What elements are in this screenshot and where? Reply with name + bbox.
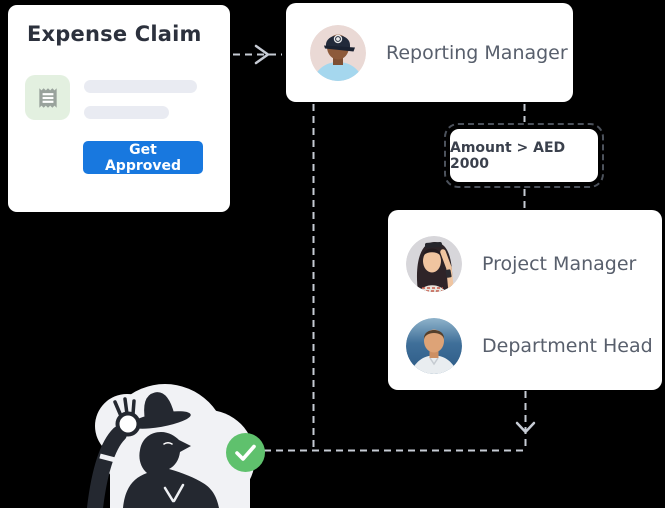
reporting-manager-label: Reporting Manager	[386, 41, 568, 64]
approvers-card: Project Manager	[388, 210, 662, 390]
get-approved-button[interactable]: Get Approved	[83, 141, 203, 174]
condition-badge: Amount > AED 2000	[444, 123, 604, 188]
arrow-right-icon	[254, 44, 270, 65]
department-head-label: Department Head	[482, 335, 653, 357]
department-head-avatar	[406, 318, 462, 374]
approver-row-department-head: Department Head	[406, 318, 653, 374]
arrow-down-icon	[515, 421, 536, 434]
expense-claim-title: Expense Claim	[27, 22, 202, 46]
approved-status-badge	[226, 433, 265, 472]
receipt-icon-box	[25, 75, 70, 120]
condition-badge-label: Amount > AED 2000	[450, 139, 566, 172]
placeholder-line	[84, 106, 169, 119]
person-tipping-hat-illustration	[87, 384, 255, 508]
check-icon	[235, 444, 256, 461]
project-manager-label: Project Manager	[482, 253, 637, 275]
receipt-icon	[38, 87, 57, 108]
project-manager-avatar	[406, 236, 462, 292]
placeholder-line	[84, 80, 197, 93]
reporting-manager-card: Reporting Manager	[286, 3, 573, 102]
expense-claim-card: Expense Claim Get Approved	[8, 5, 230, 212]
reporting-manager-avatar	[310, 24, 366, 81]
approver-row-project-manager: Project Manager	[406, 236, 636, 292]
